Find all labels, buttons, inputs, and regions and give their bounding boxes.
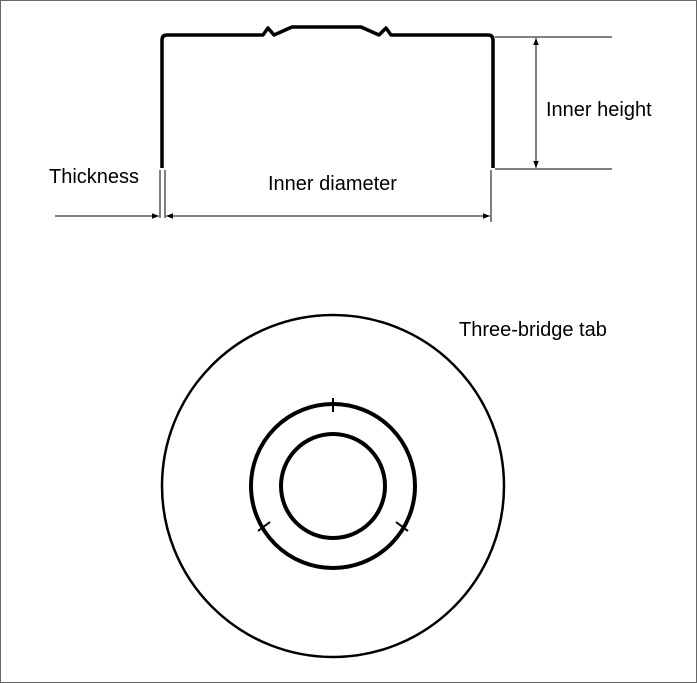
thickness-label: Thickness	[49, 166, 139, 188]
tab-ring-circle	[249, 402, 417, 570]
inner-diameter-label: Inner diameter	[268, 173, 397, 195]
inner-circle	[279, 432, 387, 540]
cap-profile	[160, 25, 495, 168]
top-view: Three-bridge tab	[160, 313, 607, 659]
bridge-tick-left	[257, 521, 271, 532]
inner-height-label: Inner height	[546, 99, 652, 121]
side-view: Thickness Inner diameter Inner height	[49, 25, 652, 222]
three-bridge-tab-label: Three-bridge tab	[459, 319, 607, 341]
outer-circle	[160, 313, 506, 659]
bridge-tick-right	[395, 521, 409, 532]
